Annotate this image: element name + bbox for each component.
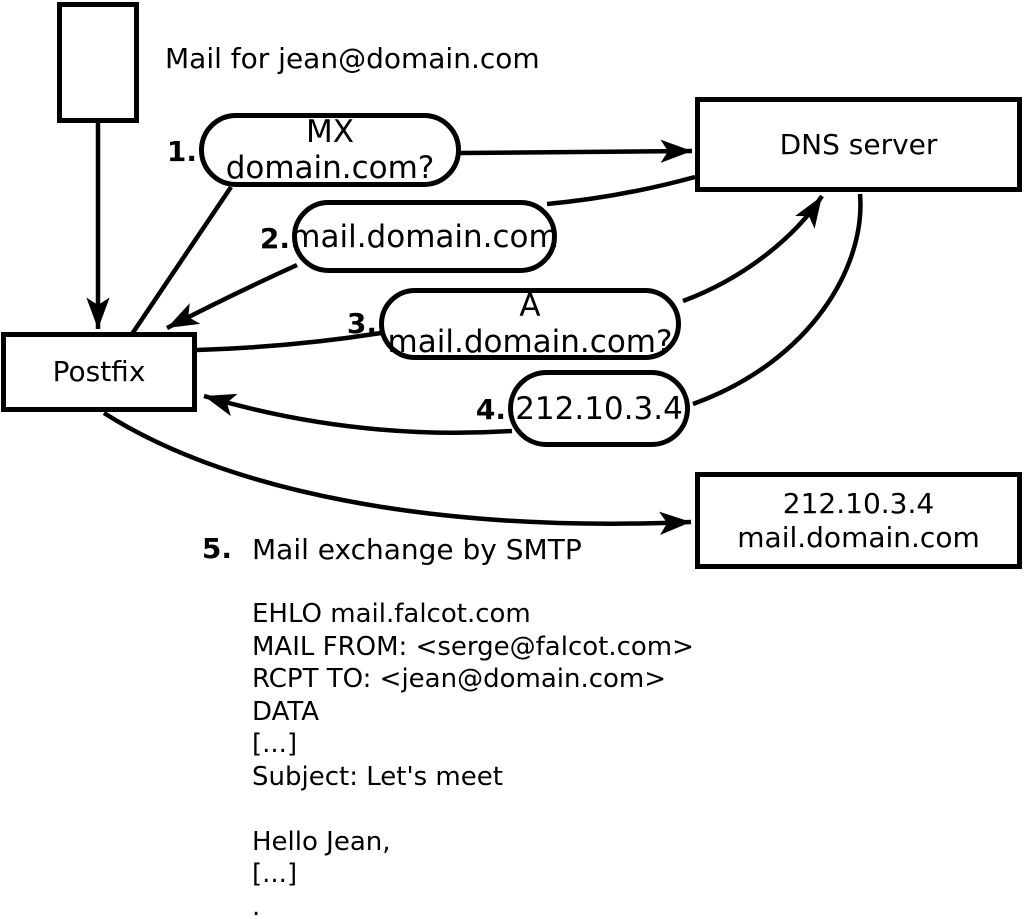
mail-server-ip: 212.10.3.4 — [782, 486, 935, 520]
mail-server-hostname: mail.domain.com — [737, 520, 980, 554]
smtp-line-ehlo: EHLO mail.falcot.com — [252, 599, 531, 629]
step-5-number: 5. — [201, 532, 232, 565]
arrow-step3-to-dns — [682, 194, 824, 304]
step-2-pill: mail.domain.com — [290, 200, 559, 273]
step-2-number: 2. — [259, 222, 290, 255]
line-postfix-to-step1 — [130, 185, 233, 336]
smtp-line-hello: Hello Jean, — [252, 826, 391, 857]
step-1-label: MX domain.com? — [225, 114, 435, 186]
postfix-node: Postfix — [1, 332, 197, 412]
dns-server-node: DNS server — [695, 97, 1022, 192]
smtp-line-ellipsis-1: [...] — [252, 729, 298, 759]
step-1-pill: MX domain.com? — [199, 113, 461, 187]
smtp-session-transcript: EHLO mail.falcot.com MAIL FROM: <serge@f… — [252, 598, 694, 919]
mail-server-node: 212.10.3.4 mail.domain.com — [695, 472, 1022, 569]
step-3-number: 3. — [346, 307, 377, 340]
line-postfix-to-step3 — [196, 330, 382, 353]
smtp-line-end-dot: . — [252, 891, 261, 919]
step-3-label: A mail.domain.com? — [387, 288, 673, 360]
mail-note-label: Mail for jean@domain.com — [165, 42, 540, 75]
step-4-label: 212.10.3.4 — [515, 390, 683, 427]
arrow-step1-to-dns — [458, 139, 693, 163]
step-5-label: Mail exchange by SMTP — [252, 533, 582, 566]
smtp-line-ellipsis-2: [...] — [252, 859, 298, 889]
step-2-label: mail.domain.com — [290, 218, 559, 255]
arrow-step4-to-postfix — [203, 393, 513, 436]
step-4-pill: 212.10.3.4 — [508, 370, 690, 447]
step-4-number: 4. — [475, 393, 506, 426]
arrow-postfix-to-mailserver — [102, 411, 692, 535]
smtp-line-subject: Subject: Let's meet — [252, 761, 503, 792]
step-3-pill: A mail.domain.com? — [379, 288, 681, 360]
smtp-line-mail-from: MAIL FROM: <serge@falcot.com> — [252, 631, 694, 662]
line-dns-to-step2 — [546, 174, 696, 207]
smtp-line-rcpt-to: RCPT TO: <jean@domain.com> — [252, 664, 667, 694]
postfix-label: Postfix — [52, 355, 146, 388]
smtp-line-blank — [252, 793, 694, 826]
smtp-line-data: DATA — [252, 696, 319, 727]
mail-envelope-icon — [57, 2, 139, 123]
dns-server-label: DNS server — [779, 127, 938, 161]
line-dns-to-step4 — [692, 193, 863, 407]
step-1-number: 1. — [166, 135, 197, 168]
arrow-step2-to-postfix — [165, 262, 298, 331]
